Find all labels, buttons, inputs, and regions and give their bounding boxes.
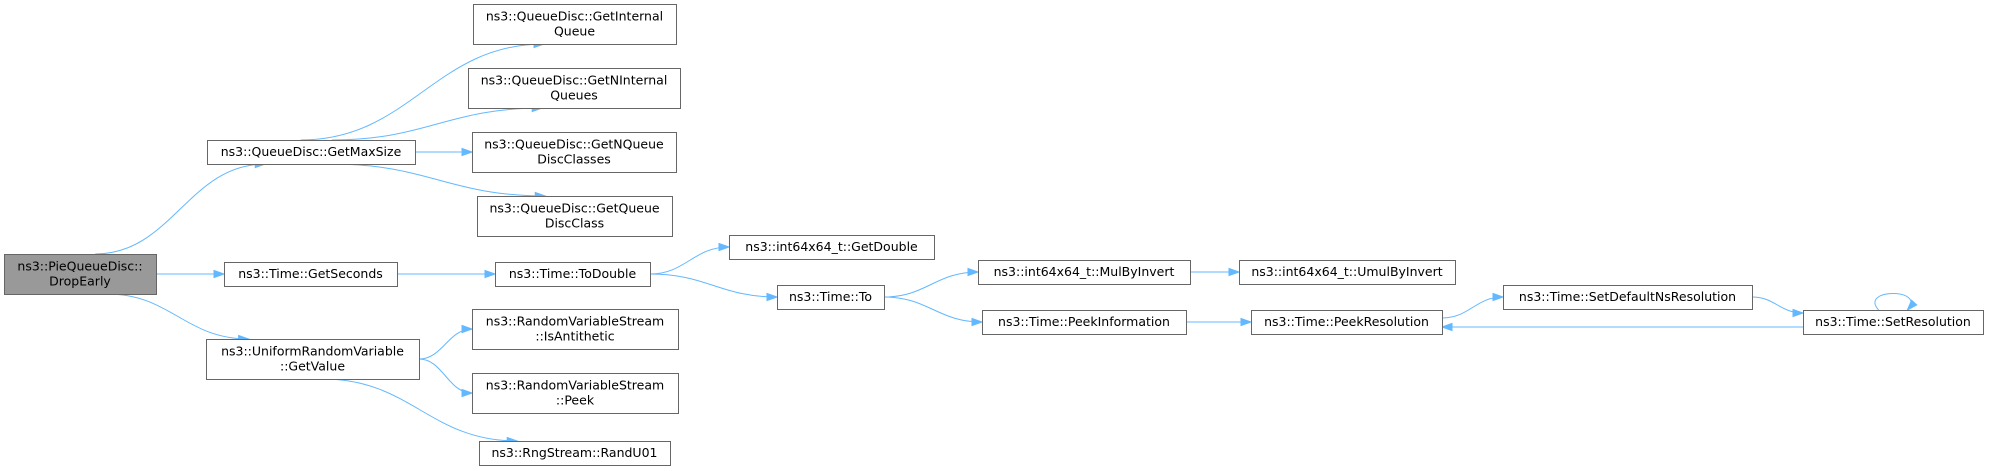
- node-time-get-seconds-box: [224, 262, 398, 287]
- node-random-variable-stream-is-antithetic-label-0: ns3::RandomVariableStream: [486, 314, 664, 329]
- edge-int64x64-mul-by-invert-to-int64x64-umul-by-invert-arrowhead: [1228, 267, 1241, 277]
- node-time-peek-resolution-box: [1251, 310, 1443, 335]
- edge-uniform-random-variable-get-value-to-random-variable-stream-peek: [418, 358, 473, 394]
- edge-time-peek-information-to-time-peek-resolution-arrowhead: [1240, 317, 1253, 327]
- node-random-variable-stream-peek-label-1: ::Peek: [556, 393, 595, 408]
- node-time-to-double-label-0: ns3::Time::ToDouble: [509, 266, 637, 281]
- node-time-set-resolution-box: [1803, 310, 1984, 335]
- edge-queue-disc-get-max-size-to-queue-disc-get-queue-disc-class: [331, 163, 546, 197]
- nodes-layer: ns3::PieQueueDisc::DropEarly ns3::QueueDi…: [4, 4, 1984, 466]
- edge-time-peek-resolution-to-time-set-default-ns-resolution-arrowhead: [1492, 292, 1505, 302]
- node-time-to-double[interactable]: ns3::Time::ToDouble: [495, 262, 651, 287]
- edge-time-to-to-int64x64-mul-by-invert: [883, 271, 979, 298]
- node-queue-disc-get-max-size-label-0: ns3::QueueDisc::GetMaxSize: [221, 144, 402, 159]
- node-int64x64-umul-by-invert-label-0: ns3::int64x64_t::UmulByInvert: [1251, 264, 1442, 279]
- node-int64x64-mul-by-invert-box: [978, 260, 1191, 285]
- node-time-set-resolution-label-0: ns3::Time::SetResolution: [1815, 314, 1971, 329]
- node-queue-disc-get-queue-disc-class-label-1: DiscClass: [545, 216, 604, 231]
- node-int64x64-get-double[interactable]: ns3::int64x64_t::GetDouble: [729, 235, 935, 260]
- edge-uniform-random-variable-get-value-to-random-variable-stream-peek-arrowhead: [461, 388, 474, 398]
- node-queue-disc-get-n-queue-disc-classes-label-1: DiscClasses: [537, 152, 611, 167]
- node-random-variable-stream-is-antithetic-box: [472, 309, 679, 350]
- node-queue-disc-get-max-size-box: [207, 140, 416, 165]
- node-queue-disc-get-queue-disc-class-label-0: ns3::QueueDisc::GetQueue: [489, 201, 659, 216]
- node-time-set-default-ns-resolution-label-0: ns3::Time::SetDefaultNsResolution: [1519, 289, 1736, 304]
- node-time-peek-information-box: [982, 310, 1187, 335]
- edges-layer: [95, 39, 1918, 446]
- node-queue-disc-get-queue-disc-class-box: [477, 196, 673, 237]
- edge-time-to-double-to-time-to: [649, 273, 778, 298]
- node-uniform-random-variable-get-value[interactable]: ns3::UniformRandomVariable::GetValue: [206, 339, 420, 380]
- node-queue-disc-get-n-queue-disc-classes-box: [472, 132, 677, 173]
- node-rng-stream-rand-u01-label-0: ns3::RngStream::RandU01: [492, 445, 658, 460]
- node-queue-disc-get-max-size[interactable]: ns3::QueueDisc::GetMaxSize: [207, 140, 416, 165]
- node-int64x64-get-double-box: [729, 235, 935, 260]
- edge-queue-disc-get-max-size-to-queue-disc-get-n-internal-queues: [331, 107, 543, 141]
- edge-pie-queue-disc-drop-early-to-uniform-random-variable-get-value: [107, 293, 249, 340]
- edge-time-to-to-int64x64-mul-by-invert-arrowhead: [967, 267, 980, 277]
- edge-time-set-resolution-to-time-peek-resolution-arrowhead: [1440, 322, 1453, 332]
- node-queue-disc-get-n-internal-queues-label-1: Queues: [550, 88, 598, 103]
- node-time-to-label-0: ns3::Time::To: [789, 289, 872, 304]
- node-pie-queue-disc-drop-early[interactable]: ns3::PieQueueDisc::DropEarly: [4, 254, 157, 295]
- edge-time-to-double-to-time-to-arrowhead: [766, 292, 779, 302]
- node-time-peek-information-label-0: ns3::Time::PeekInformation: [998, 314, 1170, 329]
- node-queue-disc-get-internal-queue-label-1: Queue: [554, 24, 595, 39]
- edge-pie-queue-disc-drop-early-to-time-get-seconds-arrowhead: [213, 269, 226, 279]
- node-time-to-double-box: [495, 262, 651, 287]
- edge-queue-disc-get-max-size-to-queue-disc-get-internal-queue: [300, 43, 545, 141]
- node-pie-queue-disc-drop-early-label-0: ns3::PieQueueDisc::: [17, 259, 142, 274]
- edge-queue-disc-get-max-size-to-queue-disc-get-n-queue-disc-classes-arrowhead: [461, 147, 474, 157]
- node-random-variable-stream-peek-label-0: ns3::RandomVariableStream: [486, 378, 664, 393]
- node-random-variable-stream-peek[interactable]: ns3::RandomVariableStream::Peek: [472, 373, 679, 414]
- node-time-set-default-ns-resolution-box: [1503, 285, 1753, 310]
- node-uniform-random-variable-get-value-box: [206, 339, 420, 380]
- node-time-get-seconds-label-0: ns3::Time::GetSeconds: [238, 266, 383, 281]
- node-time-to[interactable]: ns3::Time::To: [777, 285, 885, 310]
- node-int64x64-umul-by-invert[interactable]: ns3::int64x64_t::UmulByInvert: [1239, 260, 1456, 285]
- node-queue-disc-get-n-internal-queues-label-0: ns3::QueueDisc::GetNInternal: [481, 73, 668, 88]
- edge-time-set-default-ns-resolution-to-time-set-resolution-arrowhead: [1792, 308, 1805, 318]
- node-time-get-seconds[interactable]: ns3::Time::GetSeconds: [224, 262, 398, 287]
- node-random-variable-stream-is-antithetic-label-1: ::IsAntithetic: [535, 329, 614, 344]
- node-queue-disc-get-n-queue-disc-classes-label-0: ns3::QueueDisc::GetNQueue: [484, 137, 664, 152]
- edge-uniform-random-variable-get-value-to-random-variable-stream-is-antithetic-arrowhead: [461, 324, 474, 334]
- node-rng-stream-rand-u01[interactable]: ns3::RngStream::RandU01: [479, 441, 671, 466]
- edge-time-to-to-time-peek-information: [883, 296, 983, 323]
- edge-uniform-random-variable-get-value-to-rng-stream-rand-u01: [323, 378, 518, 442]
- node-time-peek-information[interactable]: ns3::Time::PeekInformation: [982, 310, 1187, 335]
- node-rng-stream-rand-u01-box: [479, 441, 671, 466]
- node-random-variable-stream-is-antithetic[interactable]: ns3::RandomVariableStream::IsAntithetic: [472, 309, 679, 350]
- edge-time-to-double-to-int64x64-get-double: [649, 246, 730, 275]
- edge-time-to-to-time-peek-information-arrowhead: [971, 317, 984, 327]
- node-uniform-random-variable-get-value-label-1: ::GetValue: [280, 359, 345, 374]
- edge-time-set-resolution-to-time-set-resolution: [1874, 293, 1912, 311]
- node-random-variable-stream-peek-box: [472, 373, 679, 414]
- edge-pie-queue-disc-drop-early-to-queue-disc-get-max-size: [95, 163, 266, 255]
- edge-time-to-double-to-int64x64-get-double-arrowhead: [718, 242, 731, 252]
- node-uniform-random-variable-get-value-label-0: ns3::UniformRandomVariable: [221, 344, 404, 359]
- node-time-peek-resolution[interactable]: ns3::Time::PeekResolution: [1251, 310, 1443, 335]
- node-int64x64-mul-by-invert-label-0: ns3::int64x64_t::MulByInvert: [994, 264, 1175, 279]
- node-int64x64-mul-by-invert[interactable]: ns3::int64x64_t::MulByInvert: [978, 260, 1191, 285]
- node-queue-disc-get-n-internal-queues-box: [468, 68, 681, 109]
- node-int64x64-umul-by-invert-box: [1239, 260, 1456, 285]
- node-pie-queue-disc-drop-early-box: [4, 254, 157, 295]
- node-time-set-resolution[interactable]: ns3::Time::SetResolution: [1803, 310, 1984, 335]
- edge-time-set-resolution-to-time-set-resolution-arrowhead: [1906, 299, 1918, 312]
- node-int64x64-get-double-label-0: ns3::int64x64_t::GetDouble: [745, 239, 918, 254]
- node-pie-queue-disc-drop-early-label-1: DropEarly: [49, 274, 111, 289]
- node-time-set-default-ns-resolution[interactable]: ns3::Time::SetDefaultNsResolution: [1503, 285, 1753, 310]
- node-time-to-box: [777, 285, 885, 310]
- node-queue-disc-get-internal-queue-box: [473, 4, 677, 45]
- edge-uniform-random-variable-get-value-to-random-variable-stream-is-antithetic: [418, 328, 473, 360]
- node-queue-disc-get-internal-queue-label-0: ns3::QueueDisc::GetInternal: [486, 9, 663, 24]
- node-time-peek-resolution-label-0: ns3::Time::PeekResolution: [1264, 314, 1429, 329]
- edge-time-get-seconds-to-time-to-double-arrowhead: [484, 269, 497, 279]
